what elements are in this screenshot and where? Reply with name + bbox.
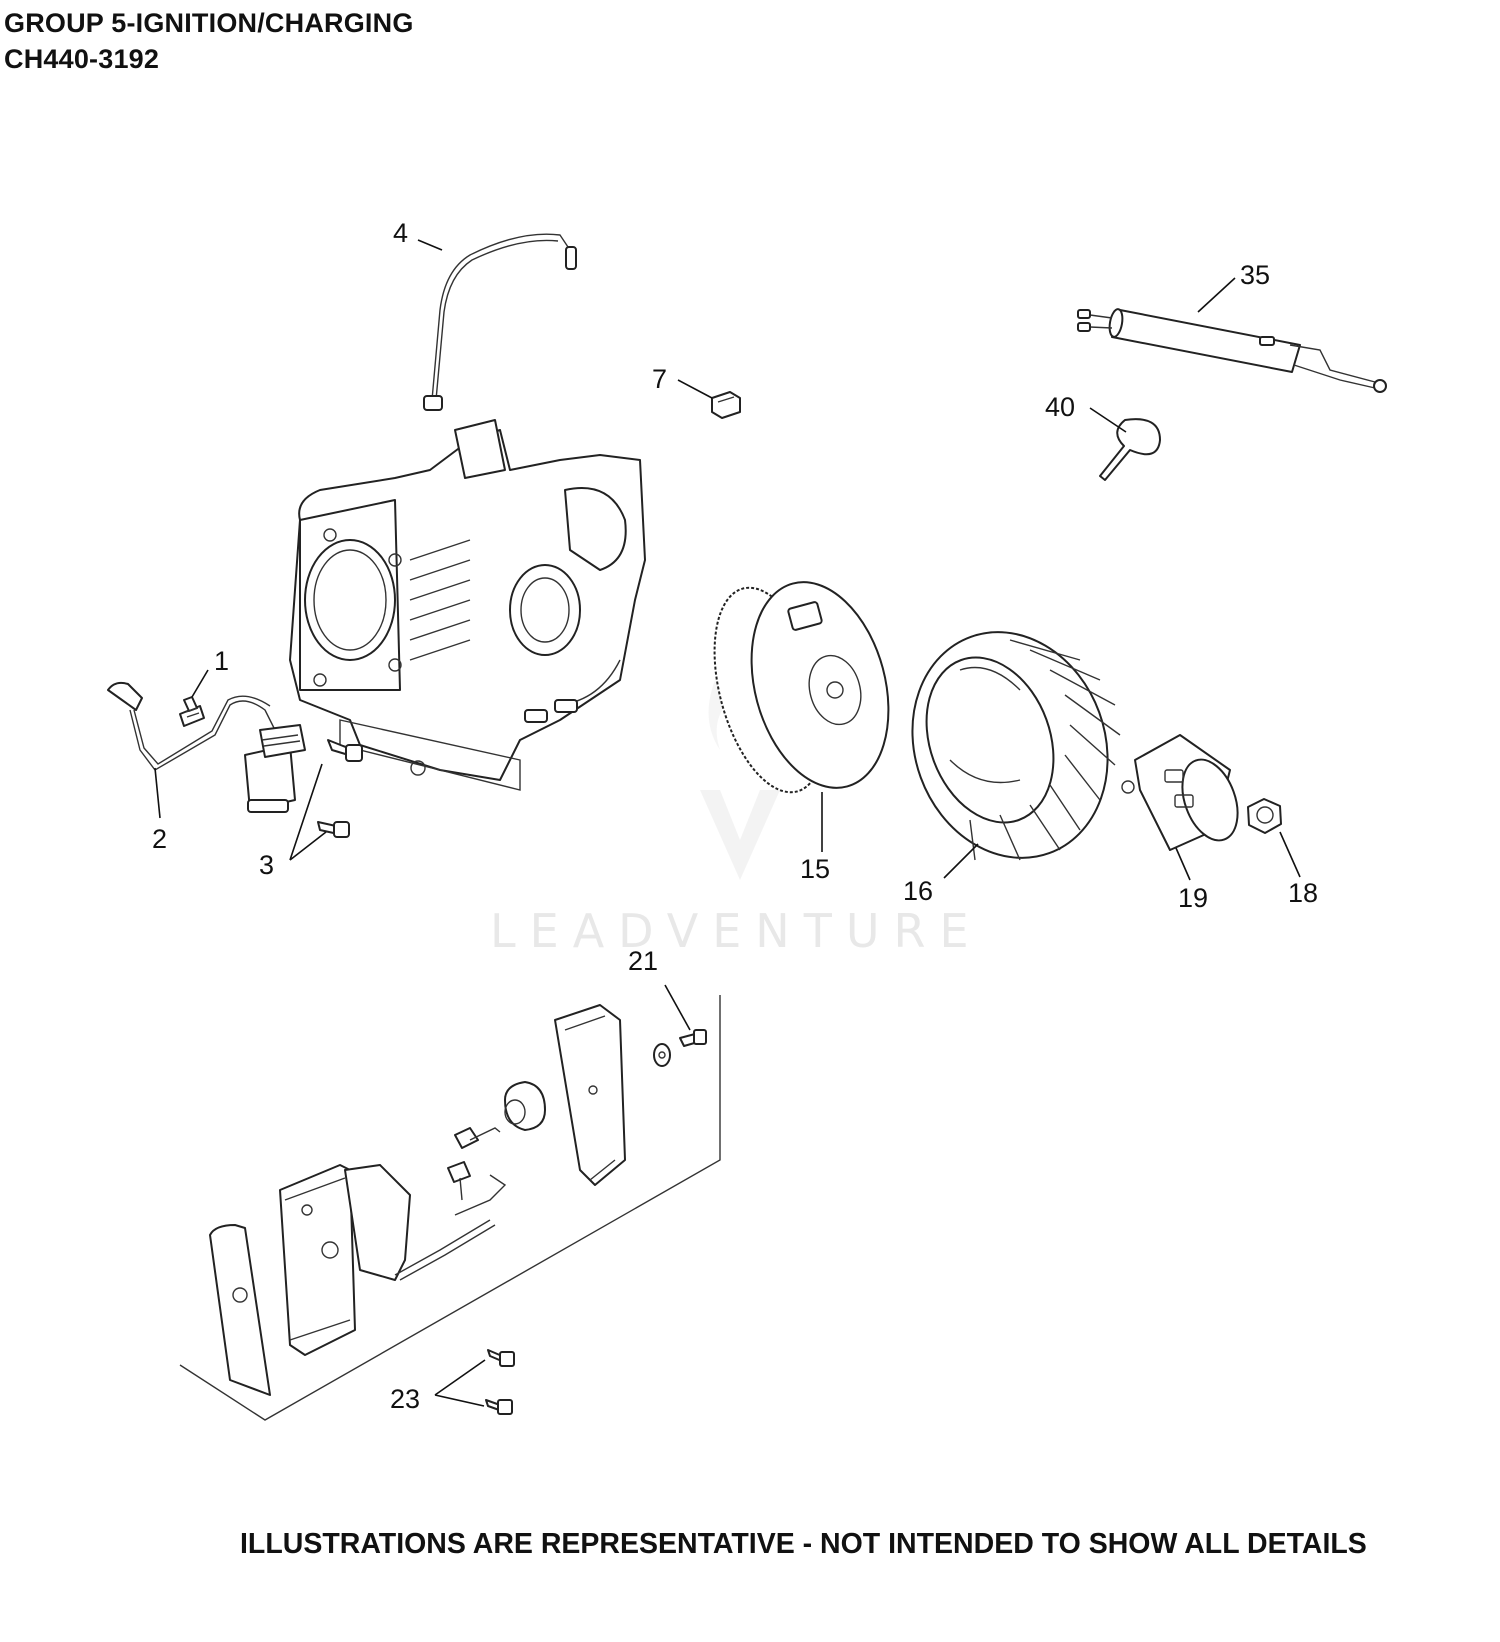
spark-plug-part[interactable]	[179, 696, 205, 727]
disclaimer-text: ILLUSTRATIONS ARE REPRESENTATIVE - NOT I…	[240, 1528, 1367, 1560]
model-code: CH440-3192	[4, 44, 160, 74]
callout-21: 21	[628, 946, 658, 976]
ground-wire-part[interactable]	[423, 233, 577, 411]
callout-16: 16	[903, 876, 933, 906]
page-title: GROUP 5-IGNITION/CHARGING	[4, 8, 414, 38]
watermark-text: LEADVENTURE	[490, 904, 983, 958]
cooling-fan-part[interactable]	[881, 604, 1138, 885]
callout-40: 40	[1045, 392, 1075, 422]
ignition-module-part[interactable]	[107, 681, 306, 813]
bolt-pair-23-part[interactable]	[485, 1349, 515, 1415]
callout-18: 18	[1288, 878, 1318, 908]
grass-screen-cup-part[interactable]	[1121, 734, 1248, 851]
callout-4: 4	[393, 218, 408, 248]
callout-2: 2	[152, 824, 167, 854]
flange-nut-part[interactable]	[1247, 798, 1282, 834]
leader-lines	[154, 239, 1301, 1407]
callout-7: 7	[652, 364, 667, 394]
callout-3: 3	[259, 850, 274, 880]
control-panel-assembly	[179, 995, 721, 1421]
engine-crankcase-part	[289, 419, 646, 791]
callout-19: 19	[1178, 883, 1208, 913]
callout-labels: 1 2 3 4 7 15 16 18 19 21 23 35 40	[152, 218, 1318, 1414]
connector-clip-part[interactable]	[711, 391, 741, 419]
callout-35: 35	[1240, 260, 1270, 290]
callout-15: 15	[800, 854, 830, 884]
flywheel-part[interactable]	[695, 567, 910, 805]
regulator-capacitor-part[interactable]	[1077, 308, 1387, 393]
callout-1: 1	[214, 646, 229, 676]
callout-23: 23	[390, 1384, 420, 1414]
bolt-pair-3-part[interactable]	[317, 739, 363, 838]
cable-tie-part[interactable]	[1099, 418, 1161, 481]
